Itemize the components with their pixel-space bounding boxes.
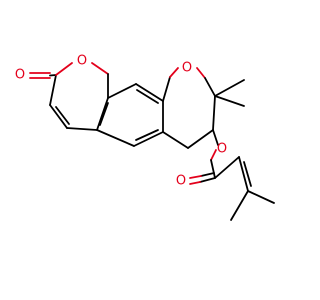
bond-c3-c4-inner (55, 106, 70, 125)
bond-o-c2p (204, 77, 216, 97)
bond-methyl-1 (214, 79, 245, 97)
bond-c3p-c2p (212, 95, 216, 131)
bond-c8a-c8 (107, 83, 137, 99)
chemical-structure-diagram: O O O O O (15, 54, 275, 221)
bond-methyl-2 (214, 95, 245, 107)
bond-c4-c4a (66, 127, 98, 131)
skeleton-bonds (49, 74, 275, 221)
bond-ch2-c3p (187, 129, 214, 149)
bond-o-pyran-left (169, 67, 179, 78)
bond-c4b-ch2 (162, 131, 189, 149)
heteroatom-bonds (29, 62, 219, 185)
bond-c2-o1 (55, 62, 73, 76)
bond-carbonyl-c (49, 74, 57, 77)
bond-c4a-c8a (96, 97, 109, 131)
bond-c4b-c5 (133, 131, 164, 147)
atom-pyran-ring-oxygen: O (182, 61, 192, 76)
bond-o1-c8a (91, 62, 109, 75)
atom-labels: O O O O O (15, 54, 227, 189)
bond-ester-c-o-b (200, 172, 215, 177)
bond-methyl-4 (247, 190, 275, 204)
bond-oest-carbonyl (210, 159, 216, 179)
bond-methyl-3 (230, 190, 249, 221)
bond-c8-c7a-inner (136, 89, 159, 104)
bond-ester-co-lower (189, 175, 202, 179)
bond-c3p-oest (212, 129, 219, 146)
bond-alkene-inner (243, 161, 252, 187)
bond-c8-c7a (135, 83, 164, 102)
bond-c4b-c5-inner (135, 129, 159, 141)
bond-c4a-c8a-inner (99, 102, 109, 126)
bond-c3-c4 (49, 104, 68, 129)
bond-c2-c3 (49, 74, 57, 106)
bond-ester-c-o-a (199, 177, 216, 183)
atom-ester-oxygen: O (217, 142, 227, 157)
bond-carbonyl-alkene (214, 156, 240, 179)
atom-carbonyl-oxygen: O (15, 68, 25, 83)
bond-c7a-o (162, 76, 171, 102)
bond-oest-cup (210, 149, 217, 161)
bond-alkene (238, 156, 249, 192)
bond-c5-c4a (96, 129, 135, 147)
bond-o-pyran-right (196, 67, 206, 79)
atom-ester-carbonyl-oxygen: O (176, 174, 186, 189)
bond-ester-co-upper (189, 181, 201, 185)
atom-lactone-ring-oxygen: O (77, 54, 87, 69)
